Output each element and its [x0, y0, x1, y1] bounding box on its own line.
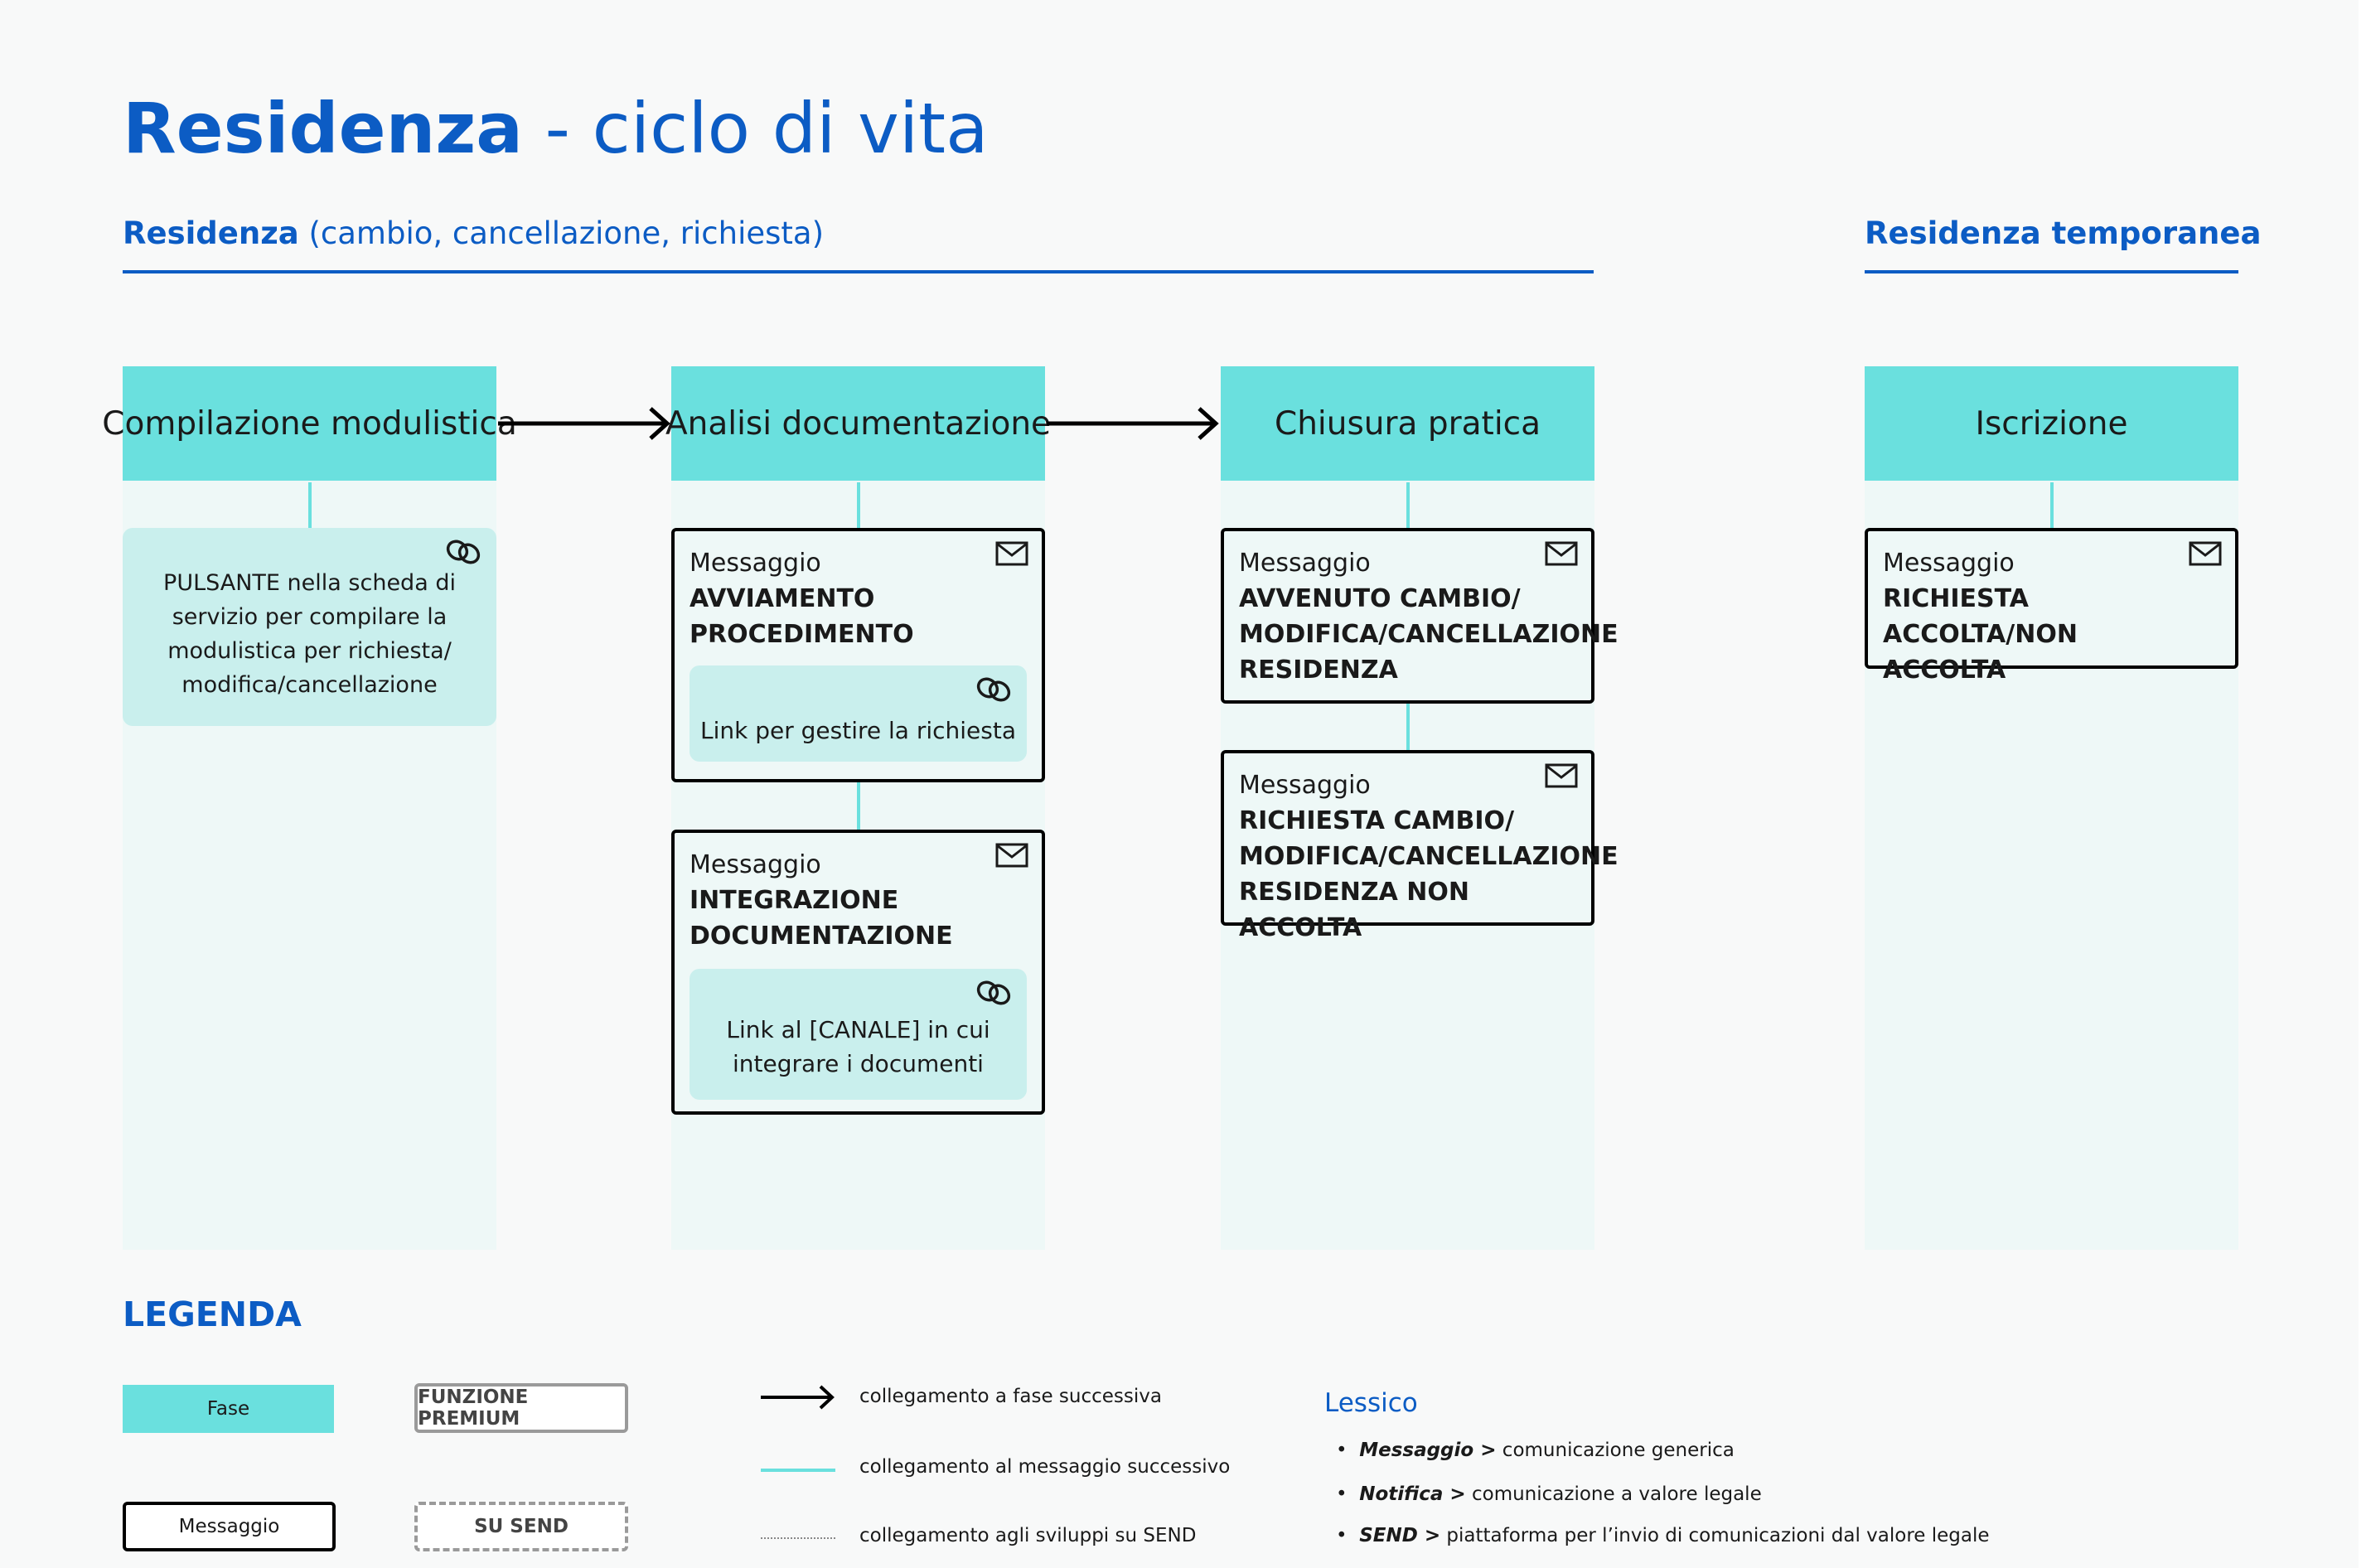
legend-premium: FUNZIONE PREMIUM [414, 1383, 628, 1433]
chain-link-icon [976, 980, 1011, 1005]
link-text: Link per gestire la richiesta [699, 716, 1017, 744]
connector-line [1406, 482, 1410, 528]
message-title: AVVENUTO CAMBIO/ MODIFICA/CANCELLAZIONE … [1239, 584, 1619, 685]
legend-su-send-label: SU SEND [474, 1516, 569, 1537]
legend-su-send: SU SEND [414, 1502, 628, 1551]
legend-title: LEGENDA [123, 1295, 302, 1334]
premium-function-text: PULSANTE nella scheda di servizio per co… [163, 569, 456, 698]
message-title: RICHIESTA ACCOLTA/NON ACCOLTA [1883, 584, 2078, 685]
envelope-icon [995, 843, 1028, 868]
message-label: Messaggio [1239, 771, 1371, 800]
link-box[interactable]: Link per gestire la richiesta [690, 665, 1027, 762]
legend-line-icon [761, 1469, 835, 1472]
connector-line [1406, 704, 1410, 750]
envelope-icon [1545, 763, 1578, 788]
legend-messaggio-label: Messaggio [178, 1516, 280, 1537]
section-temp-rule [1865, 270, 2238, 273]
premium-function-box[interactable]: PULSANTE nella scheda di servizio per co… [123, 528, 496, 726]
connector-line [857, 782, 860, 830]
message-label: Messaggio [690, 549, 821, 578]
phase-compilazione: Compilazione modulistica [102, 366, 517, 481]
legend-arrow-text: collegamento a fase successiva [859, 1386, 1162, 1407]
message-title: INTEGRAZIONE DOCUMENTAZIONE [690, 886, 953, 951]
page-title: Residenza - ciclo di vita [123, 83, 989, 174]
envelope-icon [995, 541, 1028, 566]
lessico-item: • Messaggio > comunicazione generica [1336, 1440, 1735, 1461]
lessico-def: comunicazione a valore legale [1471, 1483, 1762, 1505]
legend-dotted-text: collegamento agli sviluppi su SEND [859, 1525, 1197, 1546]
link-box[interactable]: Link al [CANALE] in cui integrare i docu… [690, 969, 1027, 1100]
phase-label: Chiusura pratica [1274, 404, 1541, 443]
chain-link-icon [976, 677, 1011, 702]
section-temp-bold: Residenza temporanea [1865, 215, 2262, 251]
message-label: Messaggio [1239, 549, 1371, 578]
title-rest: - ciclo di vita [544, 88, 989, 169]
connector-line [857, 482, 860, 528]
phase-chiusura: Chiusura pratica [1221, 366, 1594, 481]
legend-messaggio: Messaggio [123, 1502, 336, 1551]
lessico-term: Messaggio > [1359, 1440, 1497, 1461]
phase-iscrizione: Iscrizione [1865, 366, 2238, 481]
section-main-rule [123, 270, 1594, 273]
message-richiesta-accolta[interactable]: Messaggio RICHIESTA ACCOLTA/NON ACCOLTA [1865, 528, 2238, 685]
section-main-header: Residenza (cambio, cancellazione, richie… [123, 214, 824, 254]
section-main-bold: Residenza [123, 215, 299, 251]
lessico-title: Lessico [1324, 1388, 1418, 1418]
chain-link-icon [446, 540, 481, 564]
lessico-item: • SEND > piattaforma per l’invio di comu… [1336, 1525, 1990, 1546]
link-text: Link al [CANALE] in cui integrare i docu… [726, 1016, 990, 1077]
phase-label: Iscrizione [1975, 404, 2128, 443]
message-avviamento[interactable]: Messaggio AVVIAMENTO PROCEDIMENTO Link p… [671, 528, 1045, 782]
phase-label: Compilazione modulistica [102, 404, 517, 443]
legend-fase-label: Fase [206, 1398, 250, 1420]
section-temp-header: Residenza temporanea [1865, 214, 2261, 254]
connector-line [2050, 482, 2054, 528]
legend-arrow-icon [761, 1385, 835, 1410]
connector-line [308, 482, 312, 528]
phase-analisi: Analisi documentazione [665, 366, 1051, 481]
message-richiesta-non-accolta[interactable]: Messaggio RICHIESTA CAMBIO/ MODIFICA/CAN… [1221, 750, 1619, 942]
lessico-def: piattaforma per l’invio di comunicazioni… [1446, 1525, 1990, 1546]
message-title: RICHIESTA CAMBIO/ MODIFICA/CANCELLAZIONE… [1239, 806, 1619, 942]
section-main-rest: (cambio, cancellazione, richiesta) [308, 215, 825, 251]
envelope-icon [1545, 541, 1578, 566]
legend-fase: Fase [123, 1385, 334, 1433]
phase-label: Analisi documentazione [665, 404, 1052, 443]
legend-dotted-icon [761, 1537, 835, 1539]
legend-premium-label: FUNZIONE PREMIUM [418, 1387, 529, 1430]
message-title: AVVIAMENTO PROCEDIMENTO [690, 584, 914, 649]
lessico-def: comunicazione generica [1502, 1440, 1735, 1461]
message-label: Messaggio [1883, 549, 2015, 578]
lessico-item: • Notifica > comunicazione a valore lega… [1336, 1483, 1762, 1505]
title-bold: Residenza [123, 88, 523, 169]
envelope-icon [2189, 541, 2222, 566]
legend-line-text: collegamento al messaggio successivo [859, 1456, 1231, 1478]
arrow-right-icon [1047, 407, 1219, 440]
message-avvenuto-cambio[interactable]: Messaggio AVVENUTO CAMBIO/ MODIFICA/CANC… [1221, 528, 1619, 704]
message-integrazione[interactable]: Messaggio INTEGRAZIONE DOCUMENTAZIONE Li… [671, 830, 1045, 1115]
arrow-right-icon [498, 407, 670, 440]
message-label: Messaggio [690, 850, 821, 879]
lessico-term: Notifica > [1359, 1483, 1466, 1505]
lessico-term: SEND > [1359, 1525, 1441, 1546]
